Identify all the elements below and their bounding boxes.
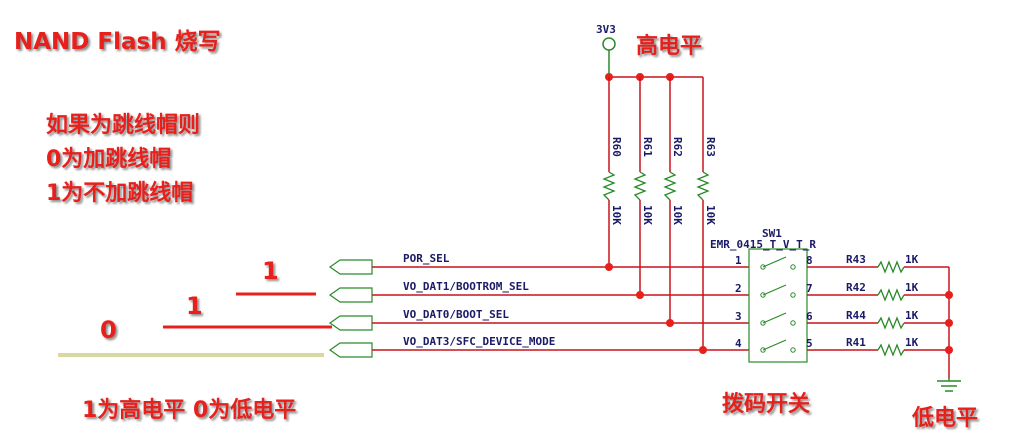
junction-dot — [699, 346, 707, 354]
net-row: POR_SEL — [328, 252, 749, 275]
resistor-ref: R63 — [704, 137, 717, 157]
level-legend: 1为高电平 0为低电平 — [82, 398, 297, 423]
value-digit: 0 — [100, 316, 117, 344]
net-row: VO_DAT3/SFC_DEVICE_MODE — [328, 335, 749, 358]
junction-dot — [945, 319, 953, 327]
resistor-ref: R42 — [846, 281, 866, 294]
resistor-value: 10K — [671, 205, 684, 225]
junction-dot — [666, 319, 674, 327]
low-level-label: 低电平 — [912, 406, 979, 431]
rule-line: 如果为跳线帽则 — [46, 113, 201, 138]
pulldown-resistors: R43 1K R42 1K R44 1K R41 1K — [838, 253, 949, 357]
net-label: VO_DAT0/BOOT_SEL — [403, 308, 509, 321]
switch-ref: SW1 — [762, 227, 782, 240]
port-flag-icon — [328, 287, 373, 303]
pullup-resistor: R63 10K — [696, 77, 717, 350]
rule-line: 1为不加跳线帽 — [46, 181, 194, 206]
pullup-resistor: R62 10K — [663, 77, 684, 323]
net-row: VO_DAT1/BOOTROM_SEL — [328, 280, 749, 303]
resistor-value: 10K — [704, 205, 717, 225]
junction-dot — [636, 291, 644, 299]
net-label: VO_DAT1/BOOTROM_SEL — [403, 280, 529, 293]
high-level-label: 高电平 — [636, 34, 703, 59]
pulldown-resistor: R44 1K — [838, 309, 949, 330]
port-flag-icon — [328, 315, 373, 331]
net-label: POR_SEL — [403, 252, 450, 265]
resistor-ref: R43 — [846, 253, 866, 266]
power-label: 3V3 — [596, 23, 616, 36]
ground-icon — [937, 378, 961, 392]
value-digit: 1 — [186, 292, 203, 320]
junction-dot — [945, 346, 953, 354]
resistor-value: 1K — [905, 253, 919, 266]
pullup-resistor: R61 10K — [633, 77, 654, 295]
port-flag-icon — [328, 342, 373, 358]
net-row: VO_DAT0/BOOT_SEL — [328, 308, 749, 331]
dip-switch-label: 拨码开关 — [722, 392, 811, 417]
pulldown-resistor: R41 1K — [838, 336, 949, 357]
pin-number: 1 — [735, 254, 742, 267]
pin-number: 2 — [735, 282, 742, 295]
resistor-ref: R44 — [846, 309, 866, 322]
resistor-value: 10K — [610, 205, 623, 225]
port-flag-icon — [328, 259, 373, 275]
value-digit: 1 — [262, 257, 279, 285]
pulldown-resistor: R42 1K — [838, 281, 949, 302]
power-symbol: 3V3 — [596, 23, 616, 77]
pin-number: 8 — [806, 254, 813, 267]
switch-part: EMR_0415_T_V_T_R — [710, 238, 816, 251]
resistor-value: 1K — [905, 281, 919, 294]
pin-number: 4 — [735, 337, 742, 350]
pin-number: 6 — [806, 310, 813, 323]
resistor-ref: R62 — [671, 137, 684, 157]
net-label: VO_DAT3/SFC_DEVICE_MODE — [403, 335, 555, 348]
resistor-value: 1K — [905, 336, 919, 349]
junction-dot — [605, 263, 613, 271]
page-title: NAND Flash 烧写 — [14, 29, 221, 55]
resistor-ref: R41 — [846, 336, 866, 349]
junction-dot — [945, 291, 953, 299]
resistor-ref: R60 — [610, 137, 623, 157]
pullup-resistors: R60 10K R61 10K R62 10K R63 10K — [602, 77, 717, 350]
pulldown-resistor: R43 1K — [838, 253, 949, 274]
pin-number: 5 — [806, 337, 813, 350]
rule-line: 0为加跳线帽 — [46, 147, 172, 172]
resistor-value: 10K — [641, 205, 654, 225]
pin-number: 7 — [806, 282, 813, 295]
resistor-value: 1K — [905, 309, 919, 322]
pin-number: 3 — [735, 310, 742, 323]
resistor-ref: R61 — [641, 137, 654, 157]
pullup-resistor: R60 10K — [602, 77, 623, 267]
signal-nets: POR_SEL VO_DAT1/BOOTROM_SEL VO_DAT0/BOOT_S… — [328, 252, 749, 358]
